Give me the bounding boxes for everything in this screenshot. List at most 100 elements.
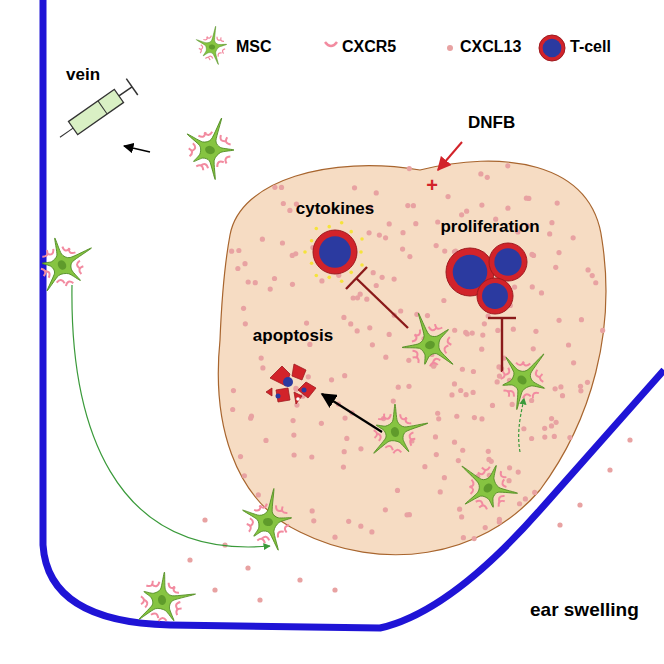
chemokine-dot bbox=[272, 276, 277, 281]
vein bbox=[43, 0, 664, 628]
chemokine-dot bbox=[506, 478, 511, 483]
chemokine-dot bbox=[329, 377, 334, 382]
chemokine-dot bbox=[229, 249, 234, 254]
chemokine-dot bbox=[235, 266, 240, 271]
chemokine-dot bbox=[464, 209, 469, 214]
chemokine-dot bbox=[441, 298, 446, 303]
chemokine-dot bbox=[241, 306, 246, 311]
chemokine-dot bbox=[452, 381, 457, 386]
process-label: proliferation bbox=[440, 218, 539, 237]
chemokine-dot bbox=[600, 328, 605, 333]
chemokine-dot bbox=[558, 384, 563, 389]
chemokine-dot bbox=[547, 231, 552, 236]
chemokine-dot bbox=[290, 253, 295, 258]
chemokine-dot bbox=[460, 448, 465, 453]
chemokine-dot bbox=[529, 436, 534, 441]
legend-text: T-cell bbox=[570, 38, 611, 56]
chemokine-dot bbox=[332, 535, 337, 540]
chemokine-dot bbox=[341, 465, 346, 470]
chemokine-dot bbox=[366, 230, 371, 235]
chemokine-dot bbox=[459, 212, 464, 217]
chemokine-dot bbox=[505, 163, 510, 168]
chemokine-dot bbox=[482, 321, 487, 326]
chemokine-dot bbox=[231, 388, 236, 393]
chemokine-dot bbox=[253, 280, 258, 285]
chemokine-dot bbox=[311, 518, 316, 523]
chemokine-dot bbox=[187, 557, 192, 562]
chemokine-dot bbox=[556, 250, 561, 255]
apoptosis-arrow bbox=[322, 394, 382, 432]
chemokine-dot bbox=[438, 489, 443, 494]
chemokine-dot bbox=[585, 267, 590, 272]
chemokine-dot bbox=[342, 415, 347, 420]
chemokine-dot bbox=[260, 365, 265, 370]
chemokine-dot bbox=[405, 203, 410, 208]
chemokine-dot bbox=[290, 282, 295, 287]
chemokine-dot bbox=[358, 524, 363, 529]
chemokine-dot bbox=[248, 416, 253, 421]
msc-cell bbox=[485, 337, 562, 415]
chemokine-dot bbox=[434, 243, 439, 248]
chemokine-dot bbox=[358, 446, 363, 451]
syringe bbox=[54, 79, 138, 146]
ear-region bbox=[218, 161, 606, 555]
chemokine-dot bbox=[406, 358, 411, 363]
chemokine-dot bbox=[480, 333, 485, 338]
cells bbox=[26, 23, 565, 626]
chemokine-dot bbox=[571, 360, 576, 365]
chemokine-dot bbox=[383, 507, 388, 512]
chemokine-dot bbox=[607, 467, 612, 472]
chemokine-dot bbox=[256, 492, 261, 497]
chemokine-dot bbox=[374, 283, 379, 288]
chemokine-dot bbox=[287, 208, 292, 213]
chemokine-dot bbox=[291, 452, 296, 457]
chemokine-dot bbox=[627, 437, 632, 442]
chemokine-dot bbox=[422, 464, 427, 469]
chemokine-dot bbox=[404, 512, 409, 517]
chemokine-dot bbox=[552, 386, 557, 391]
chemokine-dot bbox=[533, 329, 538, 334]
chemokine-dot bbox=[471, 390, 476, 395]
chemokine-dot bbox=[479, 347, 484, 352]
chemokine-dot bbox=[374, 190, 379, 195]
chemokine-dot bbox=[571, 235, 576, 240]
chemokine-dot bbox=[202, 517, 207, 522]
chemokine-dot bbox=[245, 565, 250, 570]
chemokine-dot bbox=[507, 465, 512, 470]
chemokine-dot bbox=[367, 325, 372, 330]
chemokine-dot bbox=[479, 202, 484, 207]
chemokine-dot bbox=[370, 342, 375, 347]
chemokine-dot bbox=[342, 449, 347, 454]
chemokine-dot bbox=[549, 220, 554, 225]
chemokine-dot bbox=[531, 346, 536, 351]
chemokine-dot bbox=[472, 536, 477, 541]
chemokine-dot bbox=[400, 230, 405, 235]
chemokine-dot bbox=[346, 519, 351, 524]
t-cell bbox=[477, 278, 513, 314]
chemokine-dot bbox=[291, 432, 296, 437]
chemokine-dot bbox=[260, 237, 265, 242]
chemokine-dot bbox=[400, 247, 405, 252]
chemokine-dots bbox=[187, 163, 632, 602]
t-cell bbox=[489, 243, 527, 281]
inhibition-line bbox=[346, 267, 408, 328]
chemokine-dot bbox=[458, 388, 463, 393]
chemokine-dot bbox=[371, 270, 376, 275]
chemokine-dot bbox=[242, 261, 247, 266]
chemokine-dot bbox=[407, 254, 412, 259]
chemokine-dot bbox=[310, 508, 315, 513]
t-cell bbox=[303, 221, 364, 283]
msc-cell bbox=[363, 397, 434, 460]
chemokine-dot bbox=[259, 355, 264, 360]
chemokine-dot bbox=[471, 369, 476, 374]
chemokine-dot bbox=[511, 327, 516, 332]
chemokine-dot bbox=[351, 295, 356, 300]
migration-arrow bbox=[519, 398, 524, 452]
chemokine-dot bbox=[341, 315, 346, 320]
chemokine-dot bbox=[391, 398, 396, 403]
chemokine-dot bbox=[369, 529, 374, 534]
chemokine-dot bbox=[510, 402, 515, 407]
chemokine-dot bbox=[556, 318, 561, 323]
chemokine-dot bbox=[526, 196, 531, 201]
chemokine-dot bbox=[377, 232, 382, 237]
